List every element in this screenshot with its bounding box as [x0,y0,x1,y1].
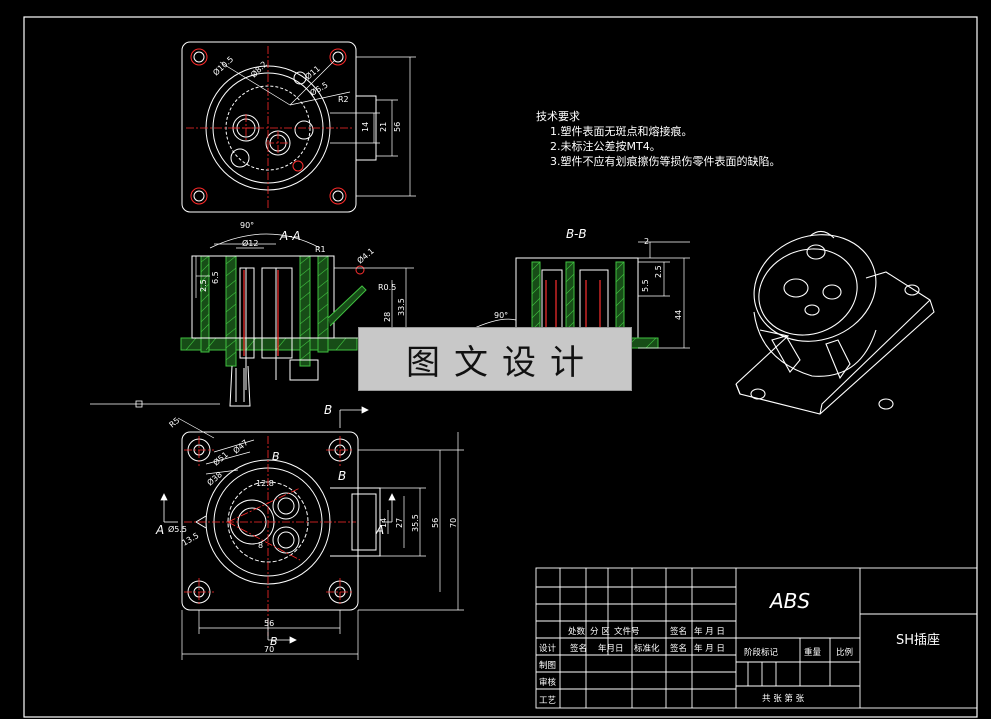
tb-weight-label: 重量 [804,647,822,658]
dim-bot-14: 14 [379,518,388,528]
watermark-text: 图文设计 [406,342,598,383]
tb-design-1: 年月日 [598,643,624,654]
top-view-dims: 56 21 14 R2 Ø10.5 Ø11 Ø6.5 Ø8.2 [211,54,402,132]
dim-top-d11: Ø11 [303,63,322,81]
section-bb-dims: 2 2.5 5.5 44 90° [494,237,683,320]
bottom-view-dims: R5 Ø47 Ø51 Ø38 12.8 8 Ø5.5 13.5 14 27 35… [168,416,458,654]
tb-design-4: 年 月 日 [694,643,725,654]
top-view-flange [181,41,357,213]
dim-aa-33-5: 33.5 [397,298,406,316]
bottom-view-pin-3 [272,526,300,554]
dim-top-56: 56 [393,122,402,132]
tb-design-0: 签名 [570,643,587,654]
dim-bot-70h: 70 [264,645,274,654]
bottom-view [90,400,464,660]
tb-design-2: 标准化 [634,643,660,654]
tech-req-title: 技术要求 [536,110,580,123]
bottom-view-pin-2 [272,492,300,520]
tb-row-label-1: 制图 [539,660,556,671]
tb-header-3: 签名 [670,626,687,637]
dim-bot-r5: R5 [168,416,182,430]
bottom-view-pin-3-inner [277,531,295,549]
dim-bb-angle: 90° [494,311,508,320]
tb-sheet-label: 共 张 第 张 [762,693,805,704]
dim-bot-d51: Ø51 [211,449,230,467]
section-marker-b-bottom: B [270,635,278,648]
tb-part-name: SH插座 [896,633,940,648]
tb-material: ABS [768,589,810,613]
dim-bot-56v: 56 [431,518,440,528]
section-bb-labels: B-B [566,227,587,241]
section-aa-labels: A-A [279,229,301,243]
dim-bot-70v: 70 [449,518,458,528]
tech-req-item-2: 2.未标注公差按MT4。 [550,140,661,153]
section-marker-a-right: A [375,523,384,537]
dim-top-d8-2: Ø8.2 [248,59,269,80]
dim-aa-r1: R1 [315,245,326,254]
dim-bot-12-8: 12.8 [256,479,274,488]
dim-aa-angle: 90° [240,221,254,230]
top-view-pin-5 [293,71,307,85]
technical-requirements: 技术要求 1.塑件表面无斑点和熔接痕。 2.未标注公差按MT4。 3.塑件不应有… [536,109,781,169]
section-marker-a-left: A [155,523,164,537]
bottom-view-pin-2-inner [277,497,295,515]
bottom-view-flange [181,431,359,611]
top-view-key [292,160,304,172]
bottom-view-markers: B B B B A A [155,403,384,648]
dim-top-21: 21 [379,122,388,132]
dim-bb-5-5: 5.5 [641,279,650,292]
dim-aa-28: 28 [383,312,392,322]
dim-top-14: 14 [361,122,370,132]
dim-bot-56h: 56 [264,619,274,628]
tech-req-item-1: 1.塑件表面无斑点和熔接痕。 [550,125,693,138]
drawing-border [23,16,978,718]
dim-aa-6-5: 6.5 [211,271,220,284]
section-aa [180,233,414,407]
dim-top-d6-5: Ø6.5 [308,80,329,98]
top-view-pin-4 [294,120,314,140]
section-bb-label: B-B [566,227,587,241]
dim-top-r2: R2 [338,95,349,104]
title-block-text: 处数 分 区 文件号 签名 年 月 日 设计 制图 审核 工艺 签名 年月日 标… [539,589,940,706]
watermark-banner: 图文设计 [358,327,632,391]
dim-top-d10-5: Ø10.5 [211,54,236,78]
dim-aa-2-5: 2.5 [199,279,208,292]
section-marker-b-top: B [324,403,332,417]
tb-row-label-0: 设计 [539,643,557,654]
tb-header-1: 分 区 [590,627,610,637]
dim-aa-d4-1: Ø4.1 [355,246,376,266]
tb-row-label-2: 审核 [539,677,557,688]
section-marker-b-right: B [338,469,346,483]
isometric-view [735,230,935,415]
title-block-grid [535,567,978,709]
dim-bot-35-5: 35.5 [411,514,420,532]
tb-design-3: 签名 [670,643,687,654]
section-marker-b-inner: B [272,450,280,463]
dim-bb-2-5: 2.5 [654,265,663,278]
dim-aa-r05: R0.5 [378,283,396,292]
tb-stage-label: 阶段标记 [744,647,779,658]
tech-req-item-3: 3.塑件不应有划痕擦伤等损伤零件表面的缺陷。 [550,155,781,168]
section-aa-label: A-A [279,229,301,243]
dim-bb-2: 2 [644,237,649,246]
top-view-pin-3 [230,148,250,168]
dim-bot-8: 8 [258,541,263,550]
tb-scale-label: 比例 [836,647,853,658]
dim-bot-27: 27 [395,518,404,528]
dim-aa-d12: Ø12 [242,238,258,248]
top-view [181,41,416,213]
dim-bot-d5-5: Ø5.5 [168,524,187,534]
tb-row-label-3: 工艺 [539,696,556,706]
tb-header-0: 处数 [568,626,586,637]
tb-header-2: 文件号 [614,626,640,637]
tb-header-4: 年 月 日 [694,626,725,637]
dim-bb-44: 44 [674,310,683,320]
